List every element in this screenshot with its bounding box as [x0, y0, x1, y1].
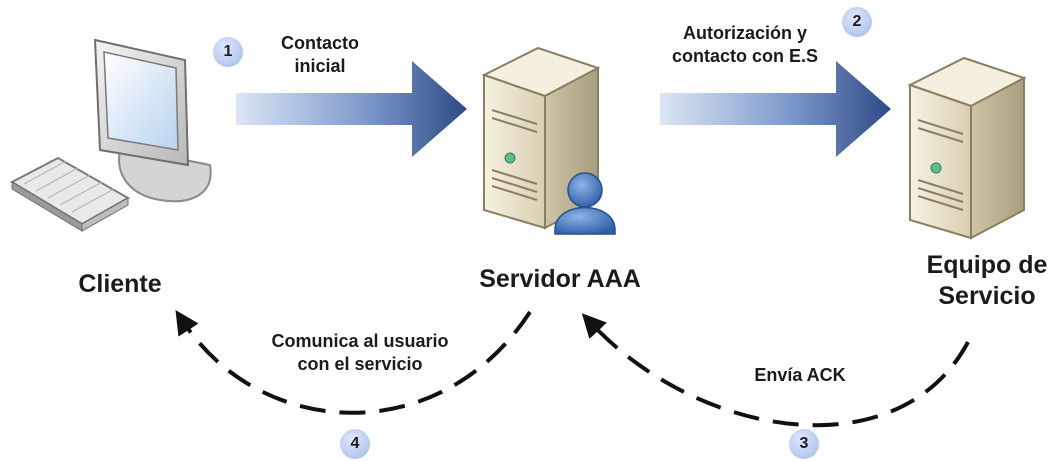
server-with-user-icon: [481, 46, 616, 235]
arrow-contact: [236, 61, 467, 157]
desktop-computer-icon: [9, 38, 212, 232]
service-equipment-label-line2: Servicio: [938, 282, 1036, 311]
arrow-ack: [581, 313, 970, 428]
service-equipment-label-line1: Equipo de: [926, 251, 1048, 279]
aaa-server-label: Servidor AAA: [479, 265, 641, 293]
contact-label: Contacto inicial: [250, 32, 390, 77]
arrow-communicate: [175, 309, 532, 415]
arrow-authorization: [660, 61, 891, 157]
contact-label-line1: Contacto: [281, 33, 359, 53]
authorization-label: Autorización y contacto con E.S: [655, 22, 835, 67]
step-badge-3: 3: [789, 429, 819, 459]
user-icon: [554, 172, 616, 235]
step-badge-2: 2: [842, 7, 872, 37]
client-label: Cliente: [78, 270, 162, 298]
server-tower-icon: [907, 56, 1027, 240]
communicate-label: Comunica al usuario con el servicio: [250, 330, 470, 375]
communicate-label-line1: Comunica al usuario: [271, 331, 449, 351]
ack-label: Envía ACK: [754, 365, 846, 385]
communicate-label-line2: con el servicio: [297, 353, 423, 374]
step-badge-1: 1: [213, 37, 243, 67]
authorization-label-line2: contacto con E.S: [671, 45, 819, 66]
contact-label-line2: inicial: [294, 55, 346, 76]
step-badge-4: 4: [340, 429, 370, 459]
service-equipment-label: Equipo de Servicio: [912, 250, 1055, 313]
authorization-label-line1: Autorización y: [682, 23, 807, 43]
